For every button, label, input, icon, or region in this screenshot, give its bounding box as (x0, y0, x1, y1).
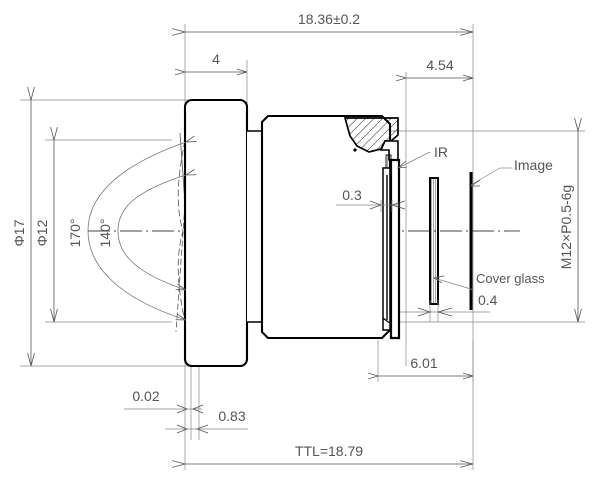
callout-image-plane-label: Image (514, 157, 553, 173)
main-barrel-body (247, 114, 392, 340)
dim-inner-diameter-label: Φ12 (34, 219, 50, 246)
dimension-cover-glass-thickness: 0.4 (400, 292, 498, 322)
front-flange-barrel (183, 98, 249, 368)
dimension-outer-diameter: Φ17 (11, 100, 31, 366)
dim-rear-to-image-label: 4.54 (426, 57, 453, 73)
dim-outer-diameter-label: Φ17 (11, 219, 27, 246)
dim-diagonal-fov-label: 170° (67, 219, 83, 248)
rear-retainer-stack (382, 154, 401, 340)
dimension-total-track-length: TTL=18.79 (185, 443, 473, 464)
dimension-rear-step: 0.3 (336, 187, 406, 212)
callout-thread-spec: M12×P0.5-6g (558, 131, 578, 322)
dim-flange-thickness-label: 4 (212, 51, 220, 67)
callout-cover-glass: Cover glass (432, 271, 545, 291)
dim-front-vertex-offset-label: 0.83 (218, 408, 245, 424)
dimension-inner-diameter: Φ12 (34, 140, 54, 322)
dim-thread-length-label: 6.01 (410, 355, 437, 371)
callout-ir-filter-label: IR (434, 144, 448, 160)
dimension-front-vertex-offset: 0.83 (165, 408, 248, 434)
cover-glass-element (429, 177, 439, 305)
dim-total-track-length-label: TTL=18.79 (295, 443, 363, 459)
callout-cover-glass-label: Cover glass (476, 271, 545, 286)
dim-horizontal-fov-label: 140° (97, 219, 113, 248)
callout-ir-filter: IR (396, 144, 448, 169)
callout-image-plane: Image (469, 157, 553, 187)
dim-overall-length-label: 18.36±0.2 (298, 11, 360, 27)
dimension-thread-length: 6.01 (378, 355, 473, 376)
dimension-diagonal-fov: 170° (67, 142, 186, 320)
dim-front-sag-small-label: 0.02 (132, 388, 159, 404)
dimension-flange-thickness: 4 (185, 51, 247, 72)
dim-cover-glass-thickness-label: 0.4 (478, 292, 498, 308)
dimension-rear-to-image: 4.54 (406, 57, 473, 78)
dimension-horizontal-fov: 140° (97, 175, 186, 290)
dim-rear-step-label: 0.3 (342, 187, 362, 203)
extension-lines (20, 24, 585, 470)
dimension-overall-length: 18.36±0.2 (185, 11, 473, 32)
dimension-front-sag-small: 0.02 (124, 388, 204, 414)
callout-thread-spec-label: M12×P0.5-6g (558, 185, 574, 269)
